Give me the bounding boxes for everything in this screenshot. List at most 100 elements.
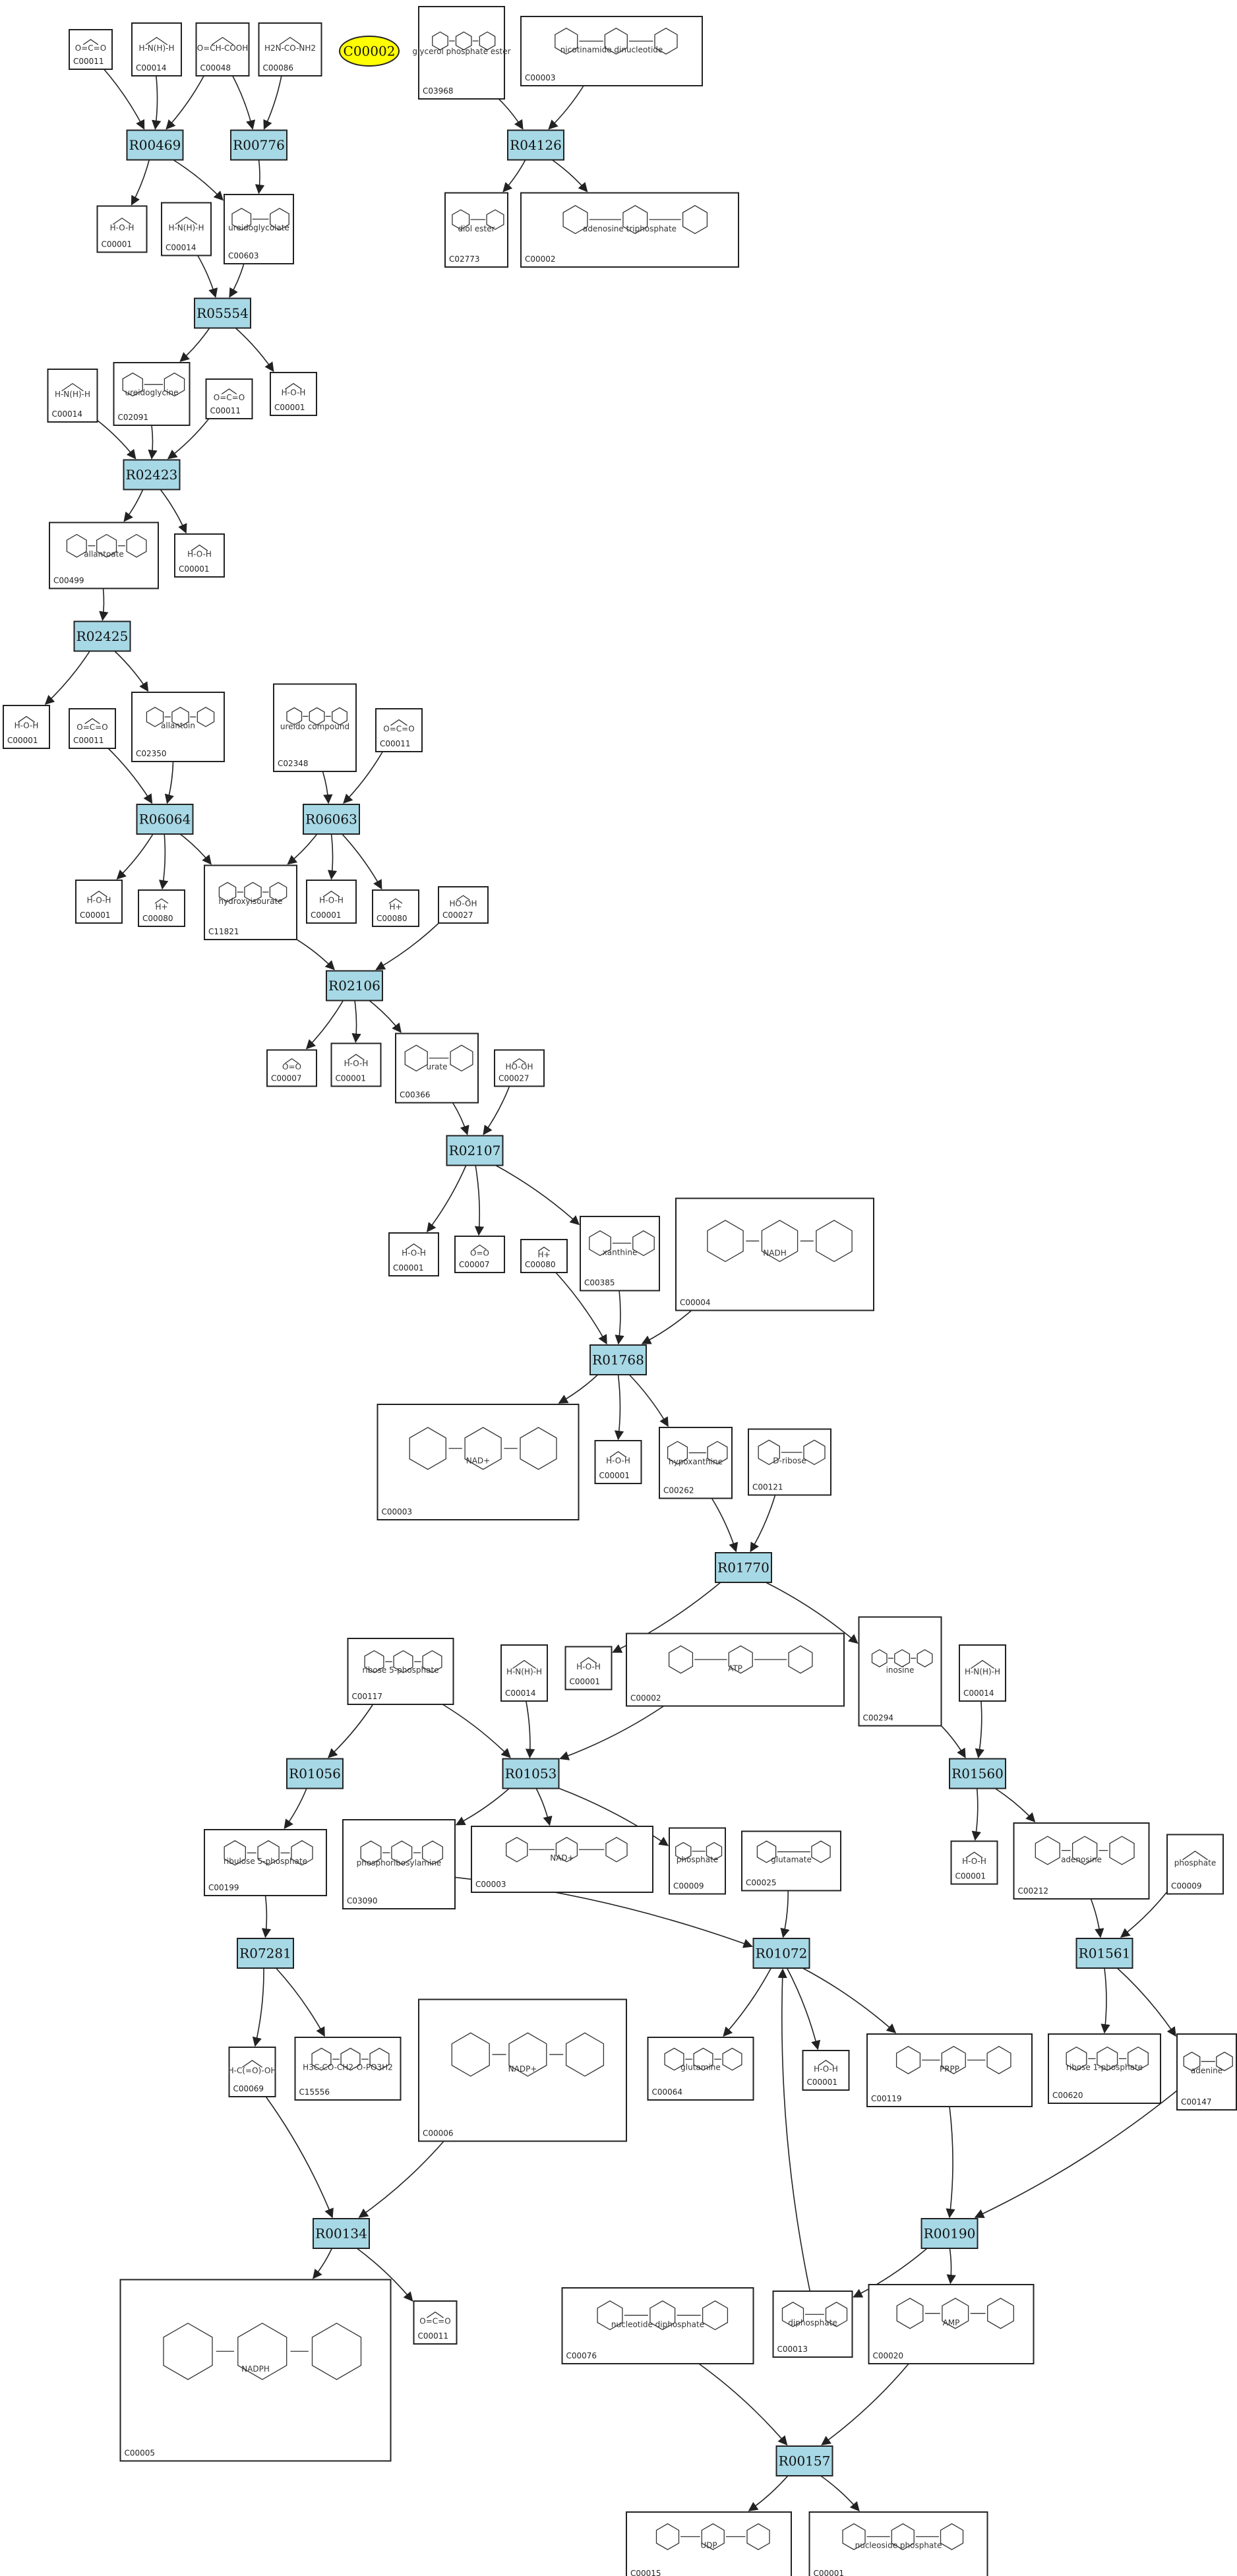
compound-box[interactable]	[69, 708, 116, 749]
compound-box[interactable]	[626, 2511, 792, 2576]
reaction-node[interactable]: R00134	[313, 2218, 370, 2249]
compound-box[interactable]	[520, 1239, 568, 1273]
reaction-node[interactable]: R01053	[502, 1758, 560, 1789]
compound-box[interactable]	[161, 202, 212, 256]
compound-box[interactable]	[418, 1998, 627, 2142]
compound-box[interactable]	[413, 2300, 458, 2345]
compound-box[interactable]	[372, 889, 419, 927]
compound-box[interactable]	[306, 880, 357, 924]
reaction-node[interactable]: R01072	[752, 1938, 810, 1969]
reaction-node[interactable]: R06063	[303, 804, 360, 835]
reaction-box[interactable]	[589, 1344, 647, 1375]
compound-box[interactable]	[438, 886, 489, 924]
reaction-box[interactable]	[230, 129, 287, 161]
compound-box[interactable]	[119, 2279, 392, 2462]
compound-box[interactable]	[564, 1646, 613, 1691]
compound-box[interactable]	[377, 1404, 580, 1520]
reaction-node[interactable]: R04126	[507, 129, 564, 161]
reaction-box[interactable]	[502, 1758, 560, 1789]
compound-box[interactable]	[395, 1033, 479, 1104]
compound-box[interactable]	[1176, 2033, 1237, 2111]
compound-box[interactable]	[195, 22, 250, 76]
compound-box[interactable]	[868, 2284, 1035, 2364]
compound-box[interactable]	[418, 6, 505, 100]
reaction-node[interactable]: R01056	[286, 1758, 344, 1789]
compound-node[interactable]: NADP+C00006	[418, 1998, 627, 2142]
compound-box[interactable]	[131, 692, 225, 762]
reaction-node[interactable]: R00469	[126, 129, 184, 161]
reaction-box[interactable]	[73, 620, 131, 652]
reaction-node[interactable]: R07281	[237, 1938, 294, 1969]
reaction-box[interactable]	[126, 129, 184, 161]
reaction-box[interactable]	[123, 459, 181, 491]
compound-box[interactable]	[75, 880, 123, 924]
reaction-node[interactable]: R01561	[1075, 1938, 1133, 1969]
reaction-node[interactable]: R02107	[446, 1135, 504, 1166]
compound-box[interactable]	[174, 533, 225, 578]
reaction-node[interactable]: R05554	[194, 297, 251, 329]
compound-box[interactable]	[138, 889, 185, 927]
compound-box[interactable]	[802, 2050, 850, 2091]
compound-box[interactable]	[273, 683, 357, 772]
reaction-box[interactable]	[446, 1135, 504, 1166]
reaction-node[interactable]: R02106	[326, 970, 383, 1002]
compound-box[interactable]	[258, 22, 322, 76]
compound-box[interactable]	[959, 1644, 1006, 1702]
compound-box[interactable]	[47, 369, 98, 423]
reaction-box[interactable]	[194, 297, 251, 329]
compound-box[interactable]	[669, 1827, 726, 1895]
reaction-box[interactable]	[303, 804, 360, 835]
compound-box[interactable]	[266, 1049, 317, 1087]
reaction-box[interactable]	[507, 129, 564, 161]
reaction-box[interactable]	[752, 1938, 810, 1969]
compound-box[interactable]	[494, 1049, 545, 1087]
compound-box[interactable]	[3, 705, 50, 749]
compound-box[interactable]	[594, 1440, 642, 1484]
reaction-box[interactable]	[715, 1552, 772, 1583]
compound-box[interactable]	[342, 1819, 456, 1909]
reaction-box[interactable]	[1075, 1938, 1133, 1969]
reaction-box[interactable]	[326, 970, 383, 1002]
compound-box[interactable]	[204, 864, 297, 940]
